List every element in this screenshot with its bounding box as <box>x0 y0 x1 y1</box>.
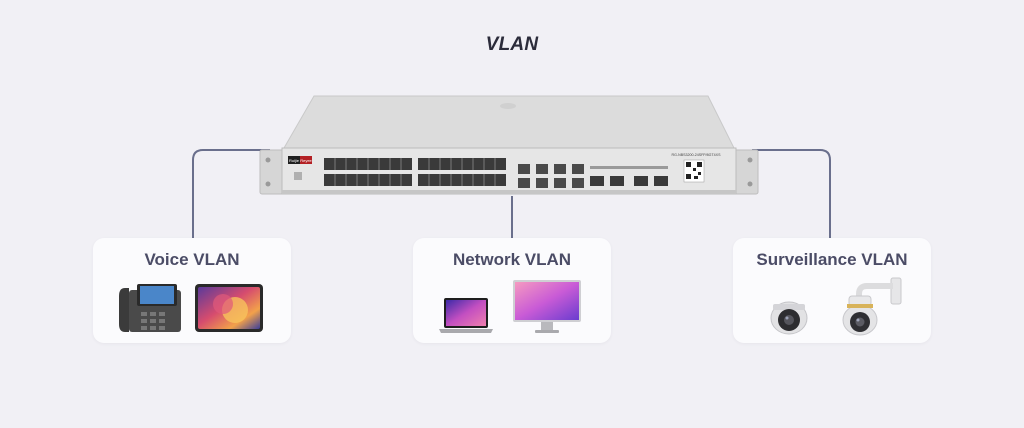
network-vlan-label: Network VLAN <box>452 250 572 269</box>
surveillance-vlan-card: Surveillance VLAN <box>733 238 931 343</box>
surveillance-vlan-label: Surveillance VLAN <box>756 250 908 269</box>
connector-voice <box>192 149 270 238</box>
tablet-icon <box>195 284 263 332</box>
connector-surveillance <box>752 149 831 238</box>
laptop-icon <box>439 298 493 333</box>
network-switch-icon: Ruijie Reyee <box>259 95 759 195</box>
switch-sub-brand-label: Reyee <box>300 158 312 163</box>
switch-brand-label: Ruijie <box>289 158 300 163</box>
ptz-camera-icon <box>842 277 902 336</box>
voice-vlan-card: Voice VLAN <box>93 238 291 343</box>
network-vlan-card: Network VLAN <box>413 238 611 343</box>
switch-model-label: RG-NBS3200-24SFP/8GT4XS <box>672 153 722 157</box>
ip-phone-icon <box>119 284 181 332</box>
voice-vlan-label: Voice VLAN <box>144 250 240 269</box>
diagram-title: VLAN <box>485 34 539 55</box>
dome-camera-icon <box>770 301 808 335</box>
desktop-monitor-icon <box>513 280 581 333</box>
